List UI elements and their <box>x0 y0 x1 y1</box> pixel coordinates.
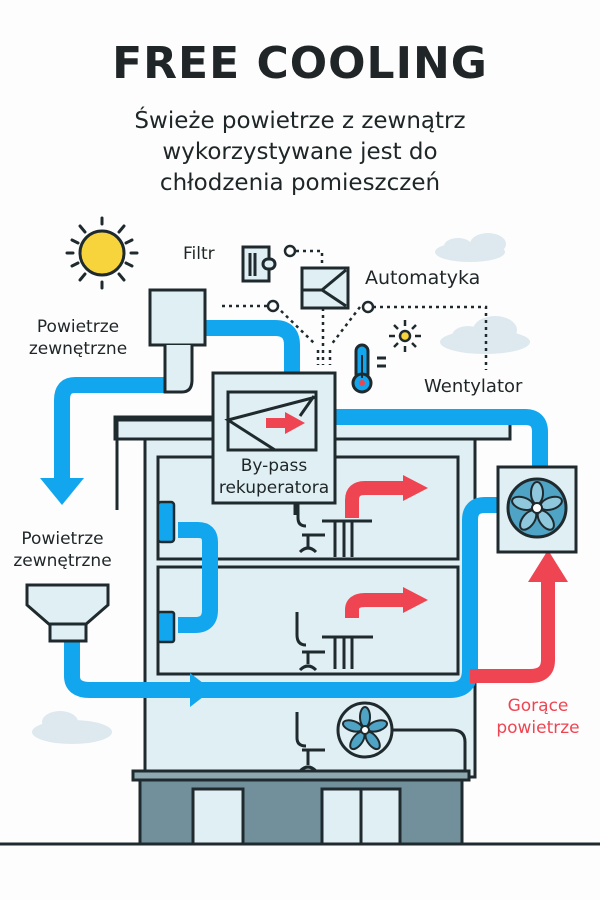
label-line: By-pass <box>240 456 308 476</box>
subtitle-line: chłodzenia pomieszczeń <box>159 170 441 196</box>
hot-air-label: Gorące powietrze <box>478 695 598 739</box>
subtitle-line: wykorzystywane jest do <box>162 139 438 165</box>
page-title: FREE COOLING <box>112 38 488 89</box>
air-intake-unit <box>148 288 207 394</box>
thermometer-icon <box>351 343 386 394</box>
right-arrow-icon <box>403 475 428 501</box>
label-line: Powietrze <box>21 529 104 549</box>
right-arrow-icon <box>403 587 428 613</box>
fan-label: Wentylator <box>424 376 523 397</box>
subtitle: Świeże powietrze z zewnątrz wykorzystywa… <box>0 106 600 199</box>
hot-air-duct <box>345 481 555 683</box>
cloud-icon <box>32 711 112 744</box>
right-arrow-icon <box>190 673 212 707</box>
control-wiring <box>115 418 213 510</box>
up-arrow-icon <box>528 550 568 582</box>
air-intake-hopper <box>25 583 110 643</box>
label-line: rekuperatora <box>218 478 330 498</box>
bypass-arrow-icon <box>266 412 305 434</box>
subtitle-line: Świeże powietrze z zewnątrz <box>134 108 466 134</box>
sensor-node-icon <box>361 300 375 314</box>
sun-icon <box>65 216 139 290</box>
filter-label: Filtr <box>183 244 215 264</box>
down-arrow-icon <box>40 478 84 505</box>
control-wiring <box>222 249 488 370</box>
label-line: zewnętrzne <box>28 339 128 359</box>
bypass-label: By-pass rekuperatora <box>213 455 335 499</box>
cloud-icon <box>435 233 506 262</box>
automation-label: Automatyka <box>365 267 481 289</box>
small-sun-icon <box>389 320 421 352</box>
label-line: powietrze <box>496 718 580 738</box>
office-furniture <box>295 503 373 773</box>
label-line: zewnętrzne <box>13 551 112 571</box>
automation-icon <box>300 266 350 310</box>
fan-icon <box>342 706 388 751</box>
fan-icon <box>511 481 563 531</box>
label-line: Powietrze <box>36 317 120 337</box>
air-diffuser <box>156 500 176 644</box>
filter-icon <box>241 245 277 283</box>
sensor-node-icon <box>283 244 297 258</box>
outdoor-air-label-top: Powietrze zewnętrzne <box>18 316 138 360</box>
exhaust-fan <box>336 701 467 772</box>
fan-unit <box>496 465 578 554</box>
cool-air-duct <box>54 320 548 698</box>
sensor-node-icon <box>266 299 280 313</box>
outdoor-air-label-left: Powietrze zewnętrzne <box>0 528 125 572</box>
label-line: Gorące <box>507 696 569 716</box>
